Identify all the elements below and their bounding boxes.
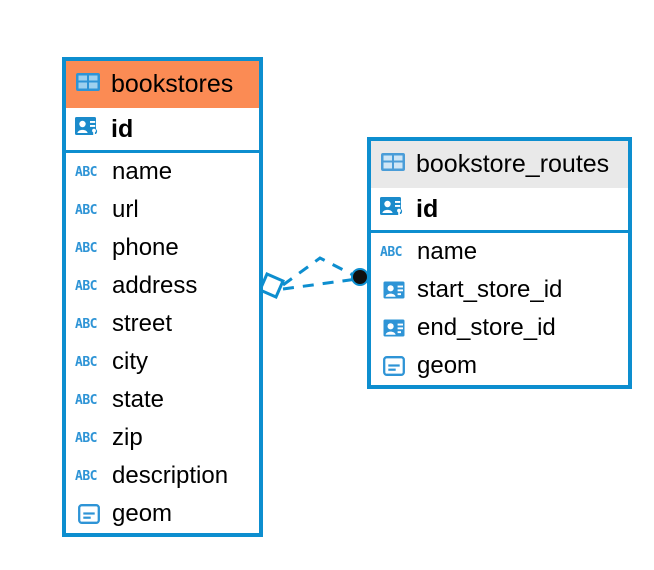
field-label: phone <box>112 234 179 261</box>
field-label: city <box>112 348 148 375</box>
entity-header-bookstore-routes[interactable]: bookstore_routes <box>371 141 628 188</box>
text-type-icon: ABC <box>75 202 97 218</box>
field-label: address <box>112 272 198 299</box>
entity-header-bookstores[interactable]: bookstores <box>66 61 259 108</box>
field-row-start-store-id[interactable]: start_store_id <box>371 271 628 309</box>
field-row-address[interactable]: ABC address <box>66 267 259 305</box>
field-row-geom[interactable]: geom <box>66 495 259 533</box>
table-icon <box>379 151 407 178</box>
geometry-type-icon <box>380 355 408 377</box>
field-label: id <box>416 194 439 223</box>
field-label: street <box>112 310 173 337</box>
field-label: geom <box>417 352 478 379</box>
text-type-icon: ABC <box>75 164 97 180</box>
field-row-city[interactable]: ABC city <box>66 343 259 381</box>
text-type-icon: ABC <box>380 244 402 260</box>
table-icon <box>74 71 102 98</box>
field-label: name <box>417 238 478 265</box>
field-label: name <box>112 158 173 185</box>
field-row-description[interactable]: ABC description <box>66 457 259 495</box>
field-label: url <box>112 196 139 223</box>
text-type-icon: ABC <box>75 240 97 256</box>
diamond-outline-marker <box>258 272 285 299</box>
field-row-name[interactable]: ABC name <box>66 153 259 191</box>
entity-bookstore-routes[interactable]: bookstore_routes id ABC <box>367 137 632 389</box>
primary-key-icon <box>379 194 407 225</box>
field-row-primary-key[interactable]: id <box>66 108 259 153</box>
field-row-street[interactable]: ABC street <box>66 305 259 343</box>
entity-title: bookstores <box>111 70 234 98</box>
text-type-icon: ABC <box>75 316 97 332</box>
foreign-key-icon <box>380 317 408 339</box>
field-list-bookstores: ABC name ABC url ABC phone ABC address A… <box>66 153 259 533</box>
field-label: end_store_id <box>417 314 556 341</box>
text-type-icon: ABC <box>75 468 97 484</box>
field-row-phone[interactable]: ABC phone <box>66 229 259 267</box>
primary-key-icon <box>74 114 102 145</box>
field-label: state <box>112 386 165 413</box>
entity-title: bookstore_routes <box>416 150 610 178</box>
relationship-line-lower <box>282 277 358 291</box>
field-row-primary-key[interactable]: id <box>371 188 628 233</box>
text-type-icon: ABC <box>75 430 97 446</box>
entity-bookstores[interactable]: bookstores id ABC <box>62 57 263 537</box>
field-row-state[interactable]: ABC state <box>66 381 259 419</box>
field-row-end-store-id[interactable]: end_store_id <box>371 309 628 347</box>
text-type-icon: ABC <box>75 354 97 370</box>
relationship-line-upper <box>282 256 358 287</box>
field-label: start_store_id <box>417 276 563 303</box>
text-type-icon: ABC <box>75 278 97 294</box>
field-label: zip <box>112 424 143 451</box>
text-type-icon: ABC <box>75 392 97 408</box>
field-label: id <box>111 114 134 143</box>
field-label: description <box>112 462 229 489</box>
field-row-zip[interactable]: ABC zip <box>66 419 259 457</box>
field-label: geom <box>112 500 173 527</box>
field-row-url[interactable]: ABC url <box>66 191 259 229</box>
foreign-key-icon <box>380 279 408 301</box>
field-list-bookstore-routes: ABC name start_store_id <box>371 233 628 385</box>
field-row-geom[interactable]: geom <box>371 347 628 385</box>
geometry-type-icon <box>75 503 103 525</box>
field-row-name[interactable]: ABC name <box>371 233 628 271</box>
